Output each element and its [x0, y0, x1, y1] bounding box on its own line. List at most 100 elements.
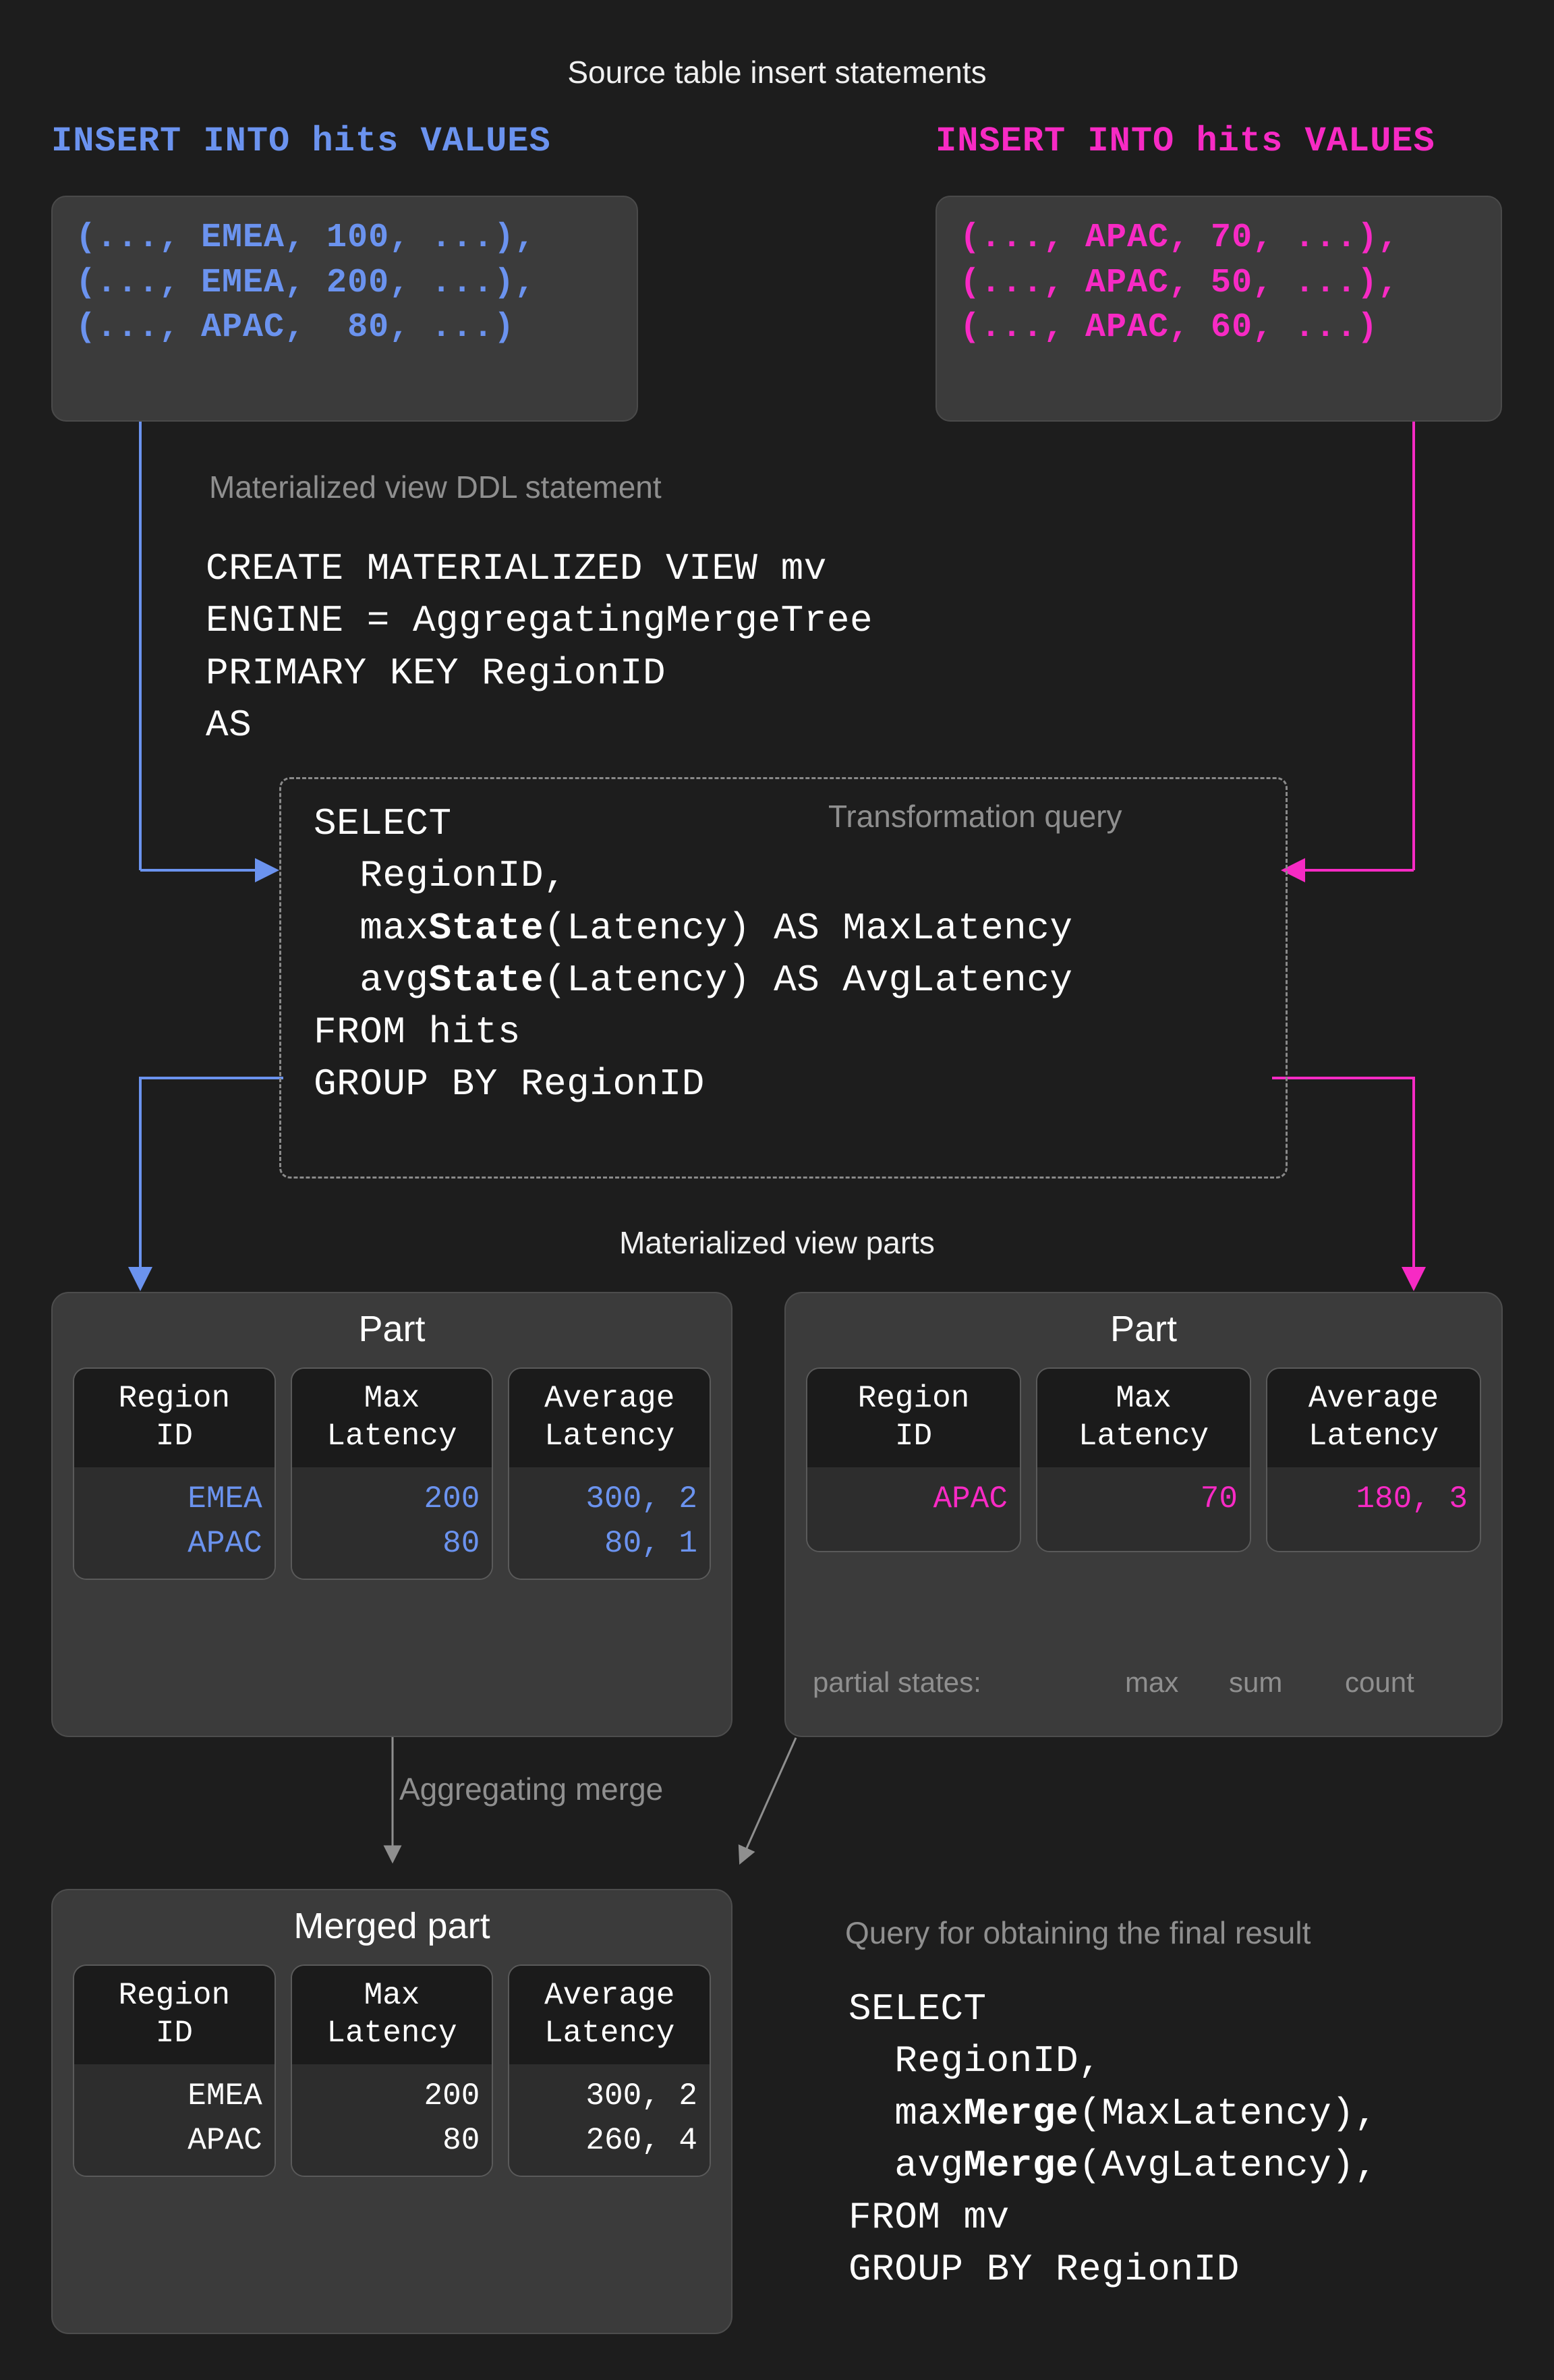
column-body: 70: [1037, 1467, 1250, 1551]
maxstate-prefix: max: [314, 907, 429, 950]
column-header: Average Latency: [1267, 1369, 1480, 1467]
column-region-id: Region ID APAC: [806, 1367, 1021, 1552]
avgstate-keyword: State: [429, 959, 544, 1002]
table-cell: APAC: [86, 2118, 262, 2163]
page-title: Source table insert statements: [0, 54, 1554, 90]
transformation-query: SELECT RegionID, maxState(Latency) AS Ma…: [314, 798, 1073, 1111]
column-header: Max Latency: [1037, 1369, 1250, 1467]
partial-state-count: count: [1345, 1666, 1414, 1699]
table-cell: 70: [1049, 1477, 1238, 1521]
column-header: Max Latency: [292, 1369, 492, 1467]
ddl-line: AS: [206, 700, 873, 752]
insert-box-left: (..., EMEA, 100, ...), (..., EMEA, 200, …: [51, 196, 638, 422]
ddl-caption: Materialized view DDL statement: [209, 469, 662, 505]
column-max-latency: Max Latency 70: [1036, 1367, 1251, 1552]
query-line-groupby: GROUP BY RegionID: [314, 1058, 1073, 1110]
column-body: 200 80: [292, 1467, 492, 1578]
query-line-select: SELECT: [314, 798, 1073, 850]
column-average-latency: Average Latency 300, 2 80, 1: [508, 1367, 711, 1580]
final-query-caption: Query for obtaining the final result: [845, 1915, 1311, 1951]
insert-line: (..., APAC, 70, ...),: [960, 216, 1478, 261]
insert-line: (..., APAC, 50, ...),: [960, 261, 1478, 306]
table-cell: 260, 4: [521, 2118, 697, 2163]
table-cell: 200: [304, 2074, 480, 2118]
partial-states-label: partial states:: [813, 1666, 981, 1699]
merged-part-columns: Region ID EMEA APAC Max Latency 200 80 A…: [53, 1947, 731, 2197]
final-line-regionid: RegionID,: [848, 2035, 1377, 2087]
maxmerge-prefix: max: [848, 2092, 964, 2135]
column-average-latency: Average Latency 180, 3: [1266, 1367, 1481, 1552]
column-body: 180, 3: [1267, 1467, 1480, 1551]
table-cell: EMEA: [86, 1477, 262, 1521]
query-line-regionid: RegionID,: [314, 850, 1073, 902]
part-columns: Region ID APAC Max Latency 70 Average La…: [786, 1350, 1501, 1572]
parts-caption: Materialized view parts: [0, 1224, 1554, 1261]
column-region-id: Region ID EMEA APAC: [73, 1367, 276, 1580]
final-line-select: SELECT: [848, 1983, 1377, 2035]
column-header: Max Latency: [292, 1966, 492, 2064]
final-line-from: FROM mv: [848, 2192, 1377, 2244]
column-body: 300, 2 260, 4: [509, 2064, 710, 2175]
column-max-latency: Max Latency 200 80: [291, 1367, 494, 1580]
maxmerge-suffix: (MaxLatency),: [1078, 2092, 1377, 2135]
part-columns: Region ID EMEA APAC Max Latency 200 80 A…: [53, 1350, 731, 1600]
merged-part-title: Merged part: [53, 1890, 731, 1947]
column-header: Average Latency: [509, 1369, 710, 1467]
column-body: EMEA APAC: [74, 2064, 275, 2175]
column-header: Region ID: [74, 1369, 275, 1467]
column-header: Region ID: [807, 1369, 1020, 1467]
arrow-merge-from-part2: [741, 1738, 796, 1862]
table-cell: 300, 2: [521, 2074, 697, 2118]
column-max-latency: Max Latency 200 80: [291, 1964, 494, 2177]
table-cell: APAC: [819, 1477, 1008, 1521]
avgmerge-prefix: avg: [848, 2144, 964, 2187]
final-line-maxmerge: maxMerge(MaxLatency),: [848, 2088, 1377, 2140]
table-cell: 300, 2: [521, 1477, 697, 1521]
table-cell: 80: [304, 1521, 480, 1566]
avgmerge-keyword: Merge: [964, 2144, 1079, 2187]
table-cell: 80: [304, 2118, 480, 2163]
avgmerge-suffix: (AvgLatency),: [1078, 2144, 1377, 2187]
table-cell: 180, 3: [1279, 1477, 1468, 1521]
column-average-latency: Average Latency 300, 2 260, 4: [508, 1964, 711, 2177]
aggregating-merge-label: Aggregating merge: [399, 1771, 663, 1807]
column-header: Average Latency: [509, 1966, 710, 2064]
insert-box-right: (..., APAC, 70, ...), (..., APAC, 50, ..…: [936, 196, 1502, 422]
insert-line: (..., APAC, 60, ...): [960, 306, 1478, 351]
avgstate-prefix: avg: [314, 959, 429, 1002]
partial-state-max: max: [1125, 1666, 1178, 1699]
maxstate-keyword: State: [429, 907, 544, 950]
query-line-from: FROM hits: [314, 1007, 1073, 1058]
part-title: Part: [786, 1293, 1501, 1350]
column-body: 200 80: [292, 2064, 492, 2175]
insert-header-right: INSERT INTO hits VALUES: [936, 121, 1435, 161]
insert-line: (..., EMEA, 100, ...),: [76, 216, 614, 261]
ddl-line: PRIMARY KEY RegionID: [206, 648, 873, 700]
column-body: APAC: [807, 1467, 1020, 1551]
insert-header-left: INSERT INTO hits VALUES: [51, 121, 551, 161]
query-line-maxstate: maxState(Latency) AS MaxLatency: [314, 903, 1073, 955]
column-region-id: Region ID EMEA APAC: [73, 1964, 276, 2177]
table-cell: 200: [304, 1477, 480, 1521]
final-query: SELECT RegionID, maxMerge(MaxLatency), a…: [848, 1983, 1377, 2296]
ddl-statement: CREATE MATERIALIZED VIEW mv ENGINE = Agg…: [206, 543, 873, 752]
insert-line: (..., EMEA, 200, ...),: [76, 261, 614, 306]
ddl-line: ENGINE = AggregatingMergeTree: [206, 595, 873, 647]
merged-part-box: Merged part Region ID EMEA APAC Max Late…: [51, 1889, 732, 2334]
final-line-avgmerge: avgMerge(AvgLatency),: [848, 2140, 1377, 2192]
partial-state-sum: sum: [1229, 1666, 1282, 1699]
part-box-1: Part Region ID EMEA APAC Max Latency 200…: [51, 1292, 732, 1737]
table-cell: 80, 1: [521, 1521, 697, 1566]
column-body: 300, 2 80, 1: [509, 1467, 710, 1578]
part-title: Part: [53, 1293, 731, 1350]
avgstate-suffix: (Latency) AS AvgLatency: [544, 959, 1072, 1002]
table-cell: APAC: [86, 1521, 262, 1566]
column-body: EMEA APAC: [74, 1467, 275, 1578]
final-line-groupby: GROUP BY RegionID: [848, 2244, 1377, 2296]
column-header: Region ID: [74, 1966, 275, 2064]
insert-line: (..., APAC, 80, ...): [76, 306, 614, 351]
maxstate-suffix: (Latency) AS MaxLatency: [544, 907, 1072, 950]
table-cell: EMEA: [86, 2074, 262, 2118]
maxmerge-keyword: Merge: [964, 2092, 1079, 2135]
query-line-avgstate: avgState(Latency) AS AvgLatency: [314, 955, 1073, 1007]
